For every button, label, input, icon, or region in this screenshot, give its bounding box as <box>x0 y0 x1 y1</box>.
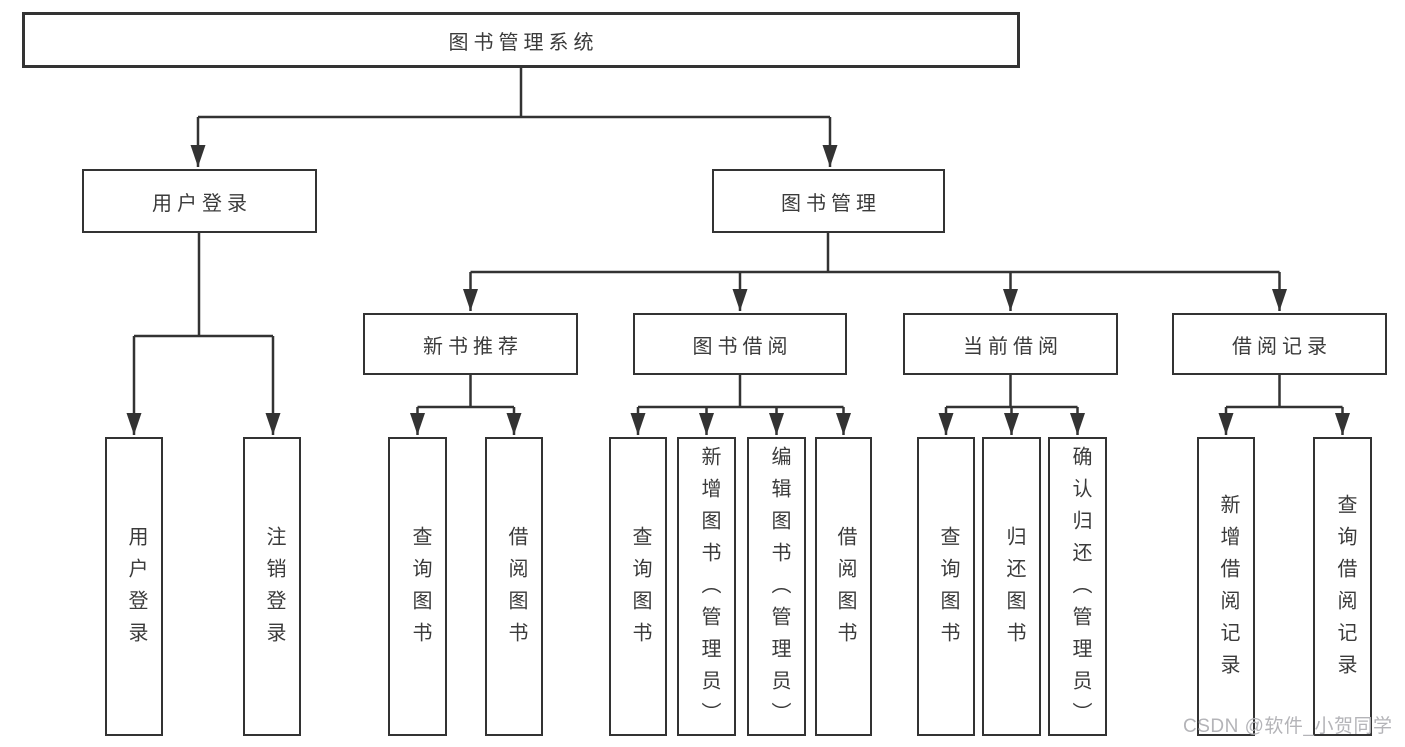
node-leaf-query-books-recommend: 查询图书 <box>388 437 447 736</box>
node-leaf-return-books: 归还图书 <box>982 437 1041 736</box>
node-new-book-recommendation: 新书推荐 <box>363 313 578 375</box>
node-user-login: 用户登录 <box>82 169 317 233</box>
node-leaf-add-books-admin: 新增图书（管理员） <box>677 437 736 736</box>
node-leaf-user-login: 用户登录 <box>105 437 163 736</box>
node-current-borrowing: 当前借阅 <box>903 313 1118 375</box>
node-leaf-query-borrow-record: 查询借阅记录 <box>1313 437 1372 736</box>
connector-arrows <box>126 117 1350 435</box>
node-leaf-edit-books-admin: 编辑图书（管理员） <box>747 437 806 736</box>
node-leaf-add-borrow-record: 新增借阅记录 <box>1197 437 1255 736</box>
node-leaf-query-books-borrowing: 查询图书 <box>609 437 667 736</box>
node-book-borrowing: 图书借阅 <box>633 313 847 375</box>
node-leaf-logout: 注销登录 <box>243 437 301 736</box>
node-borrowing-records: 借阅记录 <box>1172 313 1387 375</box>
node-book-management: 图书管理 <box>712 169 945 233</box>
node-leaf-confirm-return-admin: 确认归还（管理员） <box>1048 437 1107 736</box>
connector-stems <box>134 68 1343 409</box>
node-leaf-borrow-books-recommend: 借阅图书 <box>485 437 543 736</box>
csdn-watermark: CSDN @软件_小贺同学 <box>1183 716 1393 737</box>
node-library-management-system: 图书管理系统 <box>22 12 1020 68</box>
node-leaf-borrow-books: 借阅图书 <box>815 437 872 736</box>
node-leaf-query-books-current: 查询图书 <box>917 437 975 736</box>
